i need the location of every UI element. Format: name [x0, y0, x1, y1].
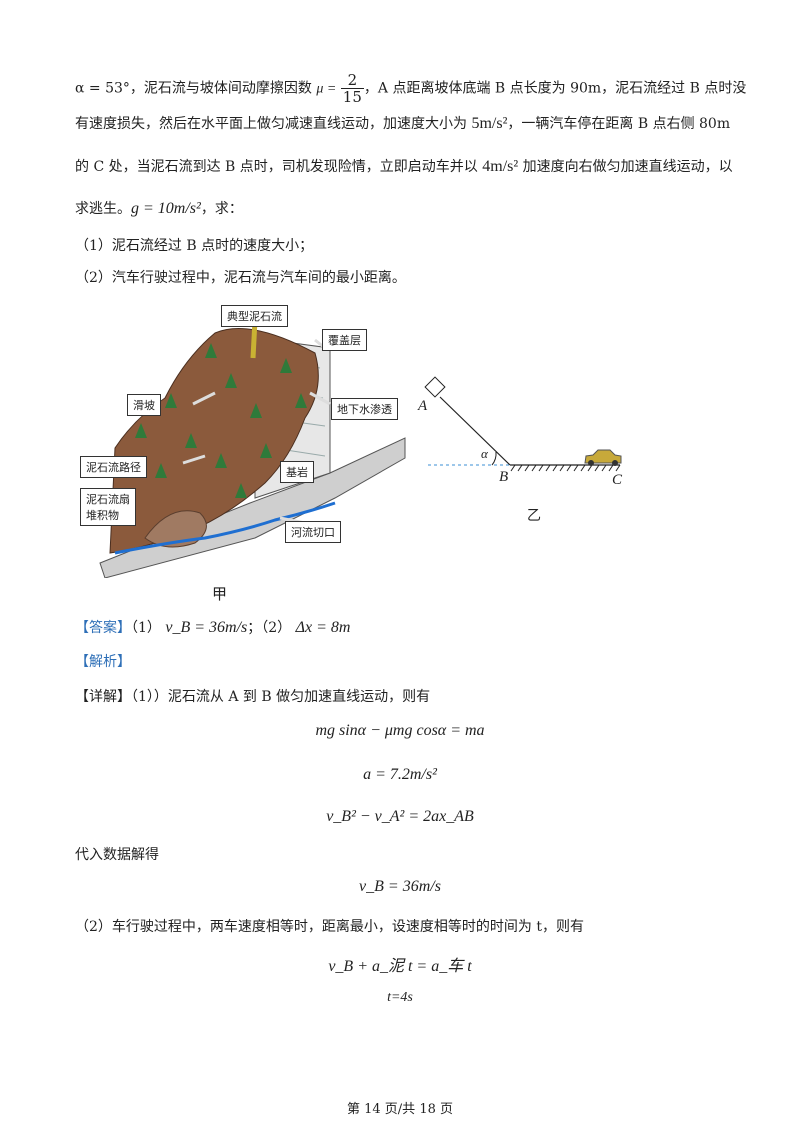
terrain-illustration — [99, 319, 406, 579]
problem-text: 的 C 处，当泥石流到达 B 点时，司机发现险情，立即启动车并以 — [75, 159, 483, 175]
gravity-value: g = 10m/s² — [131, 200, 201, 217]
figure-yi: A α B C 乙 — [410, 372, 640, 532]
page-footer: 第 14 页/共 18 页 — [347, 1102, 453, 1117]
figure-yi-caption: 乙 — [527, 508, 541, 524]
label-cover-layer: 覆盖层 — [322, 329, 367, 351]
label-river-cut: 河流切口 — [285, 521, 341, 543]
mu-label: μ = — [316, 81, 337, 97]
answer-tag: 【答案】 — [75, 620, 131, 636]
label-flow-path: 泥石流路径 — [80, 456, 147, 478]
substitute-text: 代入数据解得 — [75, 847, 159, 863]
problem-text: 加速度向右做匀加速直线运动，以 — [518, 159, 733, 175]
question-2: （2）汽车行驶过程中，泥石流与汽车间的最小距离。 — [75, 270, 406, 286]
car-accel-value: 4m/s² — [482, 158, 519, 175]
problem-text: ，一辆汽车停在距离 B 点右侧 80m — [507, 116, 731, 132]
question-1: （1）泥石流经过 B 点时的速度大小； — [75, 238, 314, 254]
detail-line: 【详解】（1））泥石流从 A 到 B 做匀加速直线运动，则有 — [75, 687, 430, 707]
equation-1: mg sinα − μmg cosα = ma — [315, 722, 485, 739]
mu-numerator: 2 — [340, 72, 364, 89]
mu-denominator: 15 — [342, 88, 362, 106]
detail-tag: 【详解】 — [75, 689, 131, 705]
equation-5: v_B + a_泥 t = a_车 t — [328, 958, 472, 975]
answer-sep: ；（2） — [247, 620, 296, 636]
equation-6: t=4s — [387, 990, 413, 1005]
detail-part2: （2）车行驶过程中，两车速度相等时，距离最小，设速度相等时的时间为 t，则有 — [75, 919, 584, 935]
accel-value: 5m/s² — [471, 115, 508, 132]
problem-text: 有速度损失，然后在水平面上做匀减速直线运动，加速度大小为 — [75, 116, 472, 132]
label-bedrock: 基岩 — [280, 461, 314, 483]
analysis-tag: 【解析】 — [75, 654, 131, 670]
detail-text: （1））泥石流从 A 到 B 做匀加速直线运动，则有 — [131, 689, 431, 705]
answer-v1: v_B = 36m/s — [165, 619, 248, 636]
problem-text: α = 53°，泥石流与坡体间动摩擦因数 — [75, 80, 317, 97]
incline-diagram — [424, 376, 622, 472]
label-fan-deposit: 泥石流扇 堆积物 — [80, 488, 136, 526]
problem-text: 求逃生。 — [75, 201, 131, 217]
problem-text: ，A 点距离坡体底端 B 点长度为 90m，泥石流经过 B 点时没 — [363, 80, 747, 97]
problem-line-3: 的 C 处，当泥石流到达 B 点时，司机发现险情，立即启动车并以 4m/s² 加… — [75, 157, 733, 177]
problem-text: ，求： — [200, 201, 243, 217]
label-typical-debris-flow: 典型泥石流 — [221, 305, 288, 327]
point-c-label: C — [612, 472, 623, 488]
answer-part1: （1） — [131, 620, 166, 636]
label-groundwater: 地下水渗透 — [331, 398, 398, 420]
car-icon — [584, 449, 622, 466]
problem-line-2: 有速度损失，然后在水平面上做匀减速直线运动，加速度大小为 5m/s²，一辆汽车停… — [75, 114, 730, 134]
angle-alpha-label: α — [481, 446, 488, 461]
point-a-label: A — [418, 398, 428, 414]
equation-4: v_B = 36m/s — [359, 878, 441, 895]
equation-2: a = 7.2m/s² — [363, 766, 437, 783]
answer-v2: Δx = 8m — [295, 619, 351, 636]
problem-line-4: 求逃生。g = 10m/s²，求： — [75, 199, 243, 219]
figure-jia-caption: 甲 — [212, 585, 228, 603]
answer-line: 【答案】（1） v_B = 36m/s；（2） Δx = 8m — [75, 618, 350, 638]
equation-3: v_B² − v_A² = 2ax_AB — [326, 808, 474, 825]
figure-jia: 典型泥石流 覆盖层 滑坡 地下水渗透 泥石流路径 基岩 泥石流扇 堆积物 河流切… — [75, 298, 415, 608]
label-landslide: 滑坡 — [127, 394, 161, 416]
point-b-label: B — [499, 469, 509, 485]
